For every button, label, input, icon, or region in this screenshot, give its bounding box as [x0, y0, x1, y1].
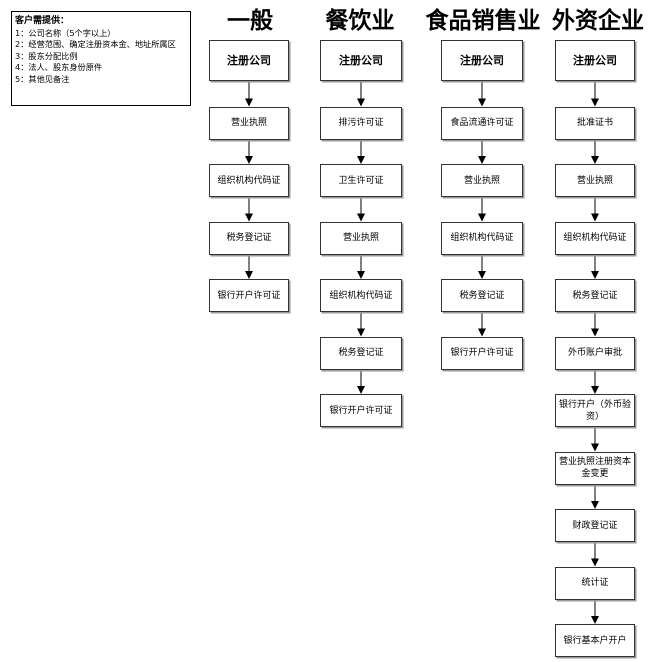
flow-step-3-3: 组织机构代码证	[555, 221, 635, 255]
flow-step-3-5: 外币账户审批	[555, 336, 635, 370]
flow-step-3-0: 注册公司	[555, 40, 635, 81]
flow-step-3-1: 批准证书	[555, 106, 635, 140]
requirements-note: 客户需提供： 1：公司名称（5个字以上） 2：经营范围、确定注册资本金、地址所属…	[11, 11, 191, 106]
flow-step-2-0: 注册公司	[441, 40, 523, 81]
flow-step-1-4: 组织机构代码证	[320, 279, 402, 312]
requirement-item-5: 5：其他见备注	[15, 73, 70, 84]
column-header-2: 食品销售业	[425, 7, 541, 34]
flow-step-0-1: 营业执照	[209, 106, 289, 140]
column-header-0: 一般	[227, 7, 273, 34]
requirement-item-4: 4：法人、股东身份原件	[15, 62, 103, 72]
column-header-1: 餐饮业	[325, 7, 395, 34]
flow-step-1-0: 注册公司	[320, 40, 402, 81]
flow-step-3-7: 营业执照注册资本金变更	[555, 451, 635, 485]
flow-step-2-1: 食品流通许可证	[441, 106, 523, 140]
flow-step-1-2: 卫生许可证	[320, 164, 402, 197]
flow-step-2-3: 组织机构代码证	[441, 221, 523, 255]
flow-step-0-3: 税务登记证	[209, 221, 289, 255]
flow-step-3-9: 统计证	[555, 566, 635, 600]
flow-step-1-6: 银行开户许可证	[320, 394, 402, 427]
flow-step-0-0: 注册公司	[209, 40, 289, 81]
flow-step-2-4: 税务登记证	[441, 279, 523, 312]
flow-step-0-4: 银行开户许可证	[209, 279, 289, 312]
column-header-3: 外资企业	[552, 7, 644, 34]
flow-step-3-4: 税务登记证	[555, 279, 635, 312]
requirement-item-1: 1：公司名称（5个字以上）	[15, 27, 116, 38]
flow-step-1-3: 营业执照	[320, 221, 402, 255]
flow-step-2-5: 银行开户许可证	[441, 336, 523, 370]
flow-step-1-1: 排污许可证	[320, 106, 402, 140]
flow-step-3-6: 银行开户（外币验资）	[555, 394, 635, 427]
flow-step-3-10: 银行基本户开户	[555, 624, 635, 657]
flow-step-2-2: 营业执照	[441, 164, 523, 197]
requirements-title: 客户需提供：	[15, 16, 70, 26]
requirement-item-3: 3：股东分配比例	[15, 50, 78, 61]
requirement-item-2: 2：经营范围、确定注册资本金、地址所属区	[15, 39, 176, 49]
flow-step-1-5: 税务登记证	[320, 336, 402, 370]
flow-step-3-2: 营业执照	[555, 164, 635, 197]
flow-step-3-8: 财政登记证	[555, 509, 635, 542]
flow-step-0-2: 组织机构代码证	[209, 164, 289, 197]
